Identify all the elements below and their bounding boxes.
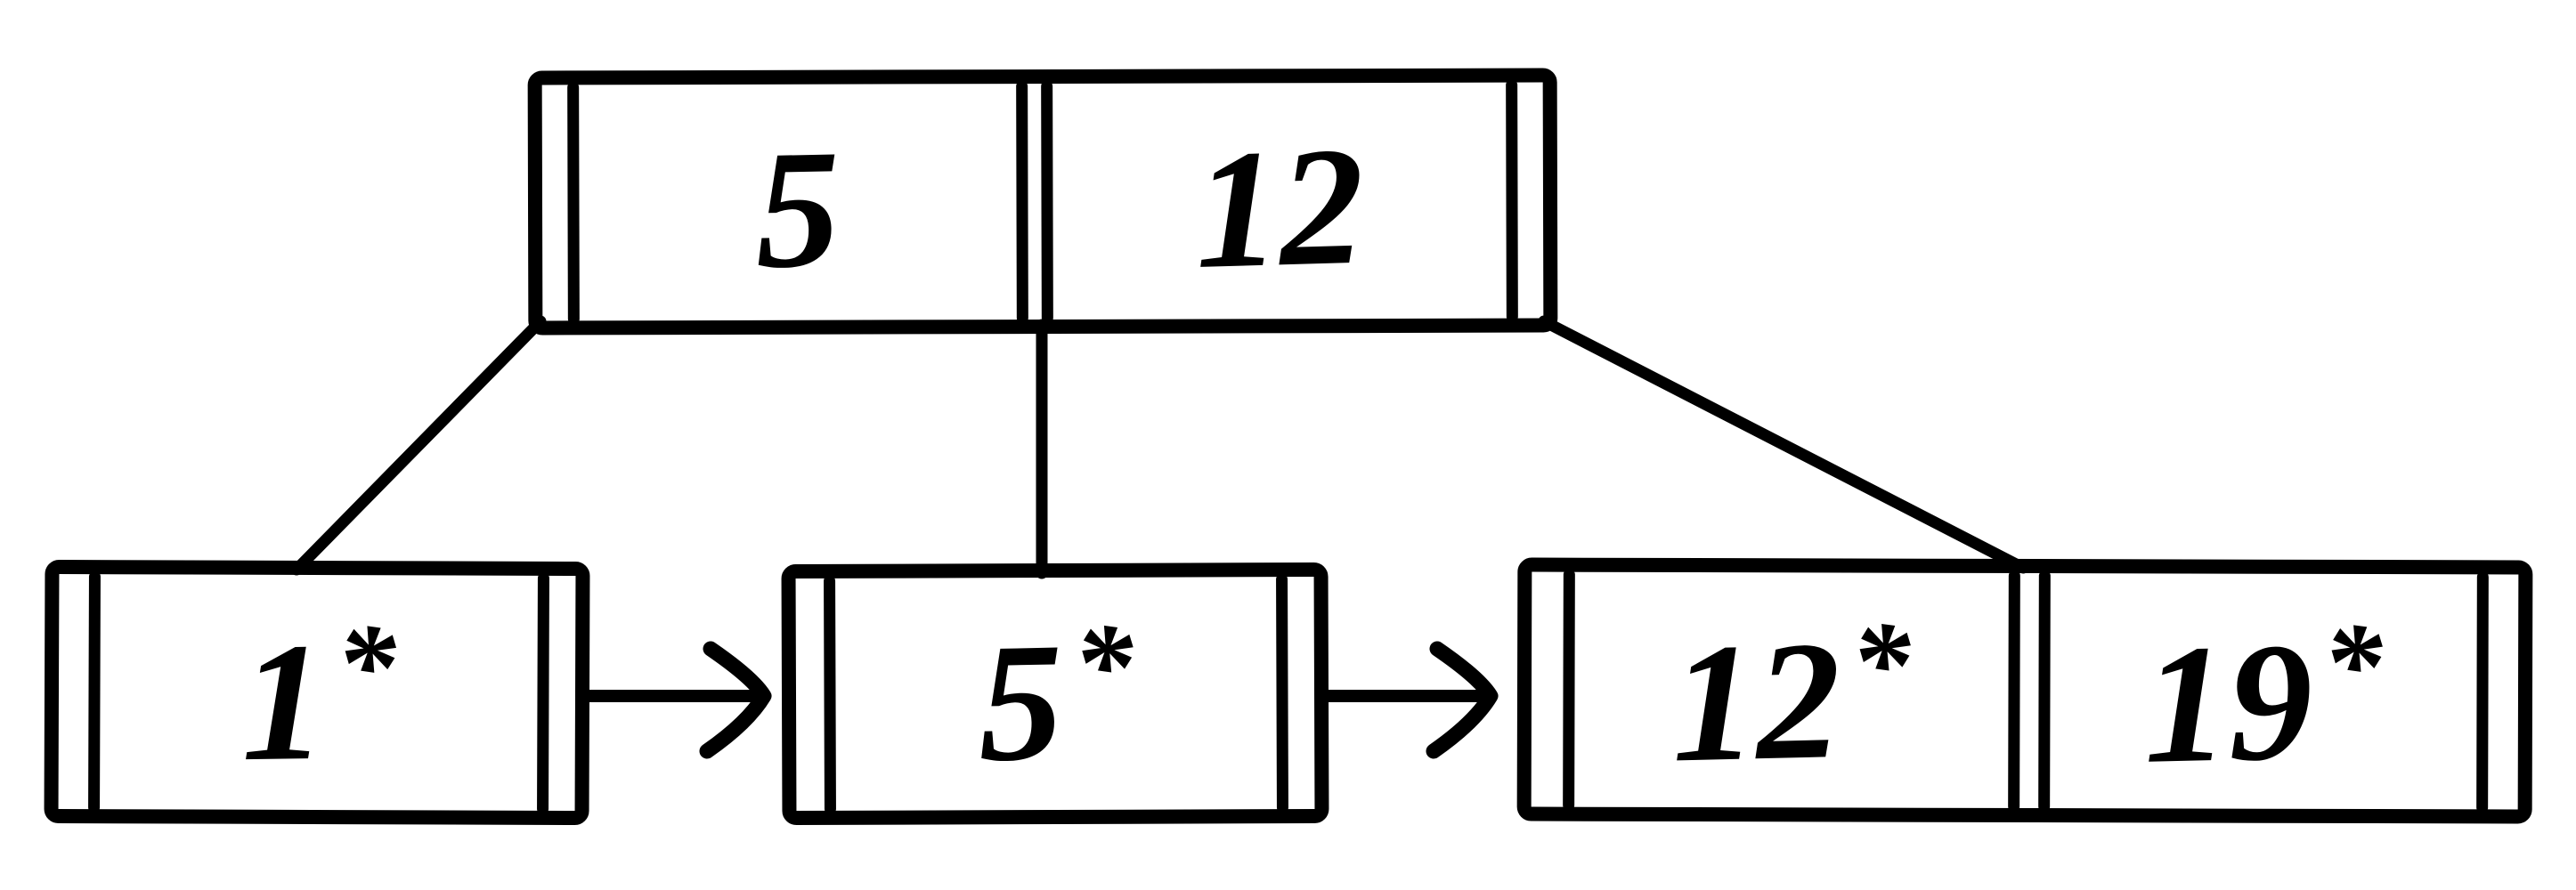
right-arrowhead-icon — [699, 641, 772, 759]
leaf-node-2: 5* — [781, 562, 1329, 826]
leaf-3-middle-pointer-divider-a — [2008, 570, 2020, 813]
leaf-2-entry-1: 5* — [976, 599, 1137, 797]
leaf-1-entry-1: 1* — [240, 600, 399, 797]
leaf-2-right-pointer-divider — [1276, 573, 1288, 813]
root-middle-pointer-divider-a — [1016, 80, 1028, 324]
edge-root-to-right-leaf — [1538, 315, 2029, 574]
leaf-3-box — [1516, 557, 2533, 824]
leaf-link-arrow-2 — [1319, 641, 1499, 759]
leaf-2-left-pointer-divider — [824, 575, 836, 815]
leaf-3-entry-2: 19* — [2141, 599, 2387, 799]
root-right-pointer-divider — [1506, 79, 1518, 323]
right-arrowhead-icon — [1426, 641, 1499, 759]
root-key-1: 5 — [753, 116, 841, 304]
root-node: 5 12 — [527, 68, 1558, 336]
leaf-3-entry-1: 12* — [1670, 597, 1915, 797]
leaf-1-right-pointer-divider — [537, 572, 549, 815]
leaf-1-left-pointer-divider — [88, 570, 101, 813]
leaf-node-1: 1* — [44, 559, 590, 826]
edge-root-to-left-leaf — [290, 315, 547, 576]
root-left-pointer-divider — [567, 81, 580, 325]
root-middle-pointer-divider-b — [1041, 80, 1053, 324]
leaf-node-3: 12* 19* — [1516, 557, 2533, 824]
leaf-3-middle-pointer-divider-b — [2038, 570, 2051, 813]
root-key-2: 12 — [1192, 113, 1367, 304]
leaf-link-arrow-1 — [580, 641, 772, 759]
leaf-3-left-pointer-divider — [1563, 569, 1575, 812]
